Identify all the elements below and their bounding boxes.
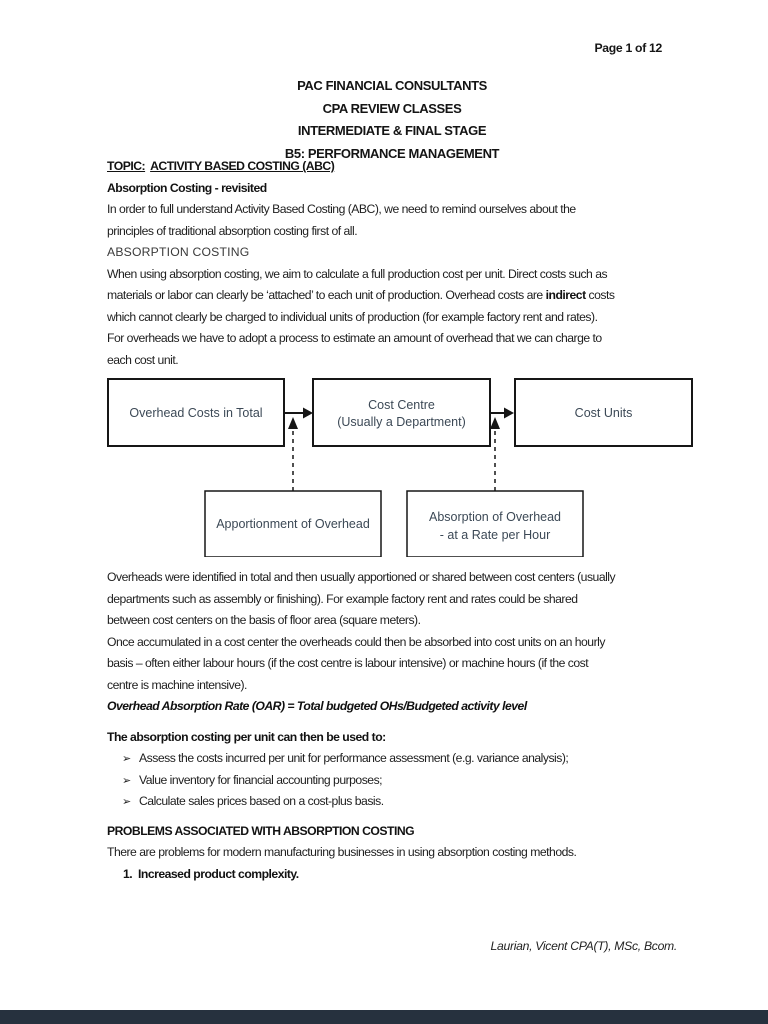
dashed-arrow-apportionment-head (288, 417, 298, 429)
absorption-box-label-line2: - at a Rate per Hour (440, 528, 550, 542)
apportionment-box (204, 490, 382, 557)
paragraph-text: materials or labor can clearly be ‘attac… (107, 288, 546, 302)
paragraph-line: In order to full understand Activity Bas… (107, 202, 576, 216)
absorption-rate-box (406, 490, 584, 557)
paragraph-line: When using absorption costing, we aim to… (107, 266, 608, 281)
paragraph-line: which cannot clearly be charged to indiv… (107, 309, 598, 324)
bullet-text: Assess the costs incurred per unit for p… (139, 751, 569, 765)
header-line-classes: CPA REVIEW CLASSES (322, 100, 462, 116)
problem-item-text: Increased product complexity. (138, 866, 299, 881)
paragraph-text: costs (585, 288, 615, 302)
flow-arrow-1-head (303, 407, 313, 419)
flow-arrow-2-head (504, 407, 514, 419)
cost-units-box-label: Cost Units (575, 406, 633, 420)
paragraph-line: centre is machine intensive). (107, 677, 247, 692)
arrow-bullet-icon: ➢ (122, 752, 132, 765)
paragraph-line: basis – often either labour hours (if th… (107, 656, 589, 670)
topic-line: TOPIC: ACTIVITY BASED COSTING (ABC) (107, 156, 707, 178)
problem-item-1: 1. Increased product complexity. (107, 864, 707, 886)
arrow-bullet-icon: ➢ (122, 773, 132, 787)
problem-item-number: 1. (123, 866, 133, 881)
bullet-item: ➢ Calculate sales prices based on a cost-… (107, 791, 707, 813)
paragraph-line: principles of traditional absorption cos… (107, 223, 358, 238)
topic-title: ACTIVITY BASED COSTING (ABC) (150, 159, 335, 173)
header-line-stage: INTERMEDIATE & FINAL STAGE (297, 123, 487, 138)
document-body: TOPIC: ACTIVITY BASED COSTING (ABC) Absor… (107, 156, 707, 885)
overhead-costs-box-label: Overhead Costs in Total (129, 406, 262, 420)
author-footer: Laurian, Vicent CPA(T), MSc, Bcom. (490, 939, 678, 953)
document-header: PAC FINANCIAL CONSULTANTS CPA REVIEW CLA… (112, 75, 672, 165)
header-line-institution: PAC FINANCIAL CONSULTANTS (297, 78, 487, 93)
absorption-box-label-line1: Absorption of Overhead (429, 510, 561, 524)
cost-centre-box (312, 378, 491, 447)
absorption-costing-flow-diagram: Overhead Costs in Total Cost Centre (Usu… (107, 378, 693, 557)
paragraph-line: Once accumulated in a cost center the ov… (107, 634, 605, 649)
paragraph-line: Overheads were identified in total and t… (107, 570, 616, 584)
paragraph-line: departments such as assembly or finishin… (107, 591, 578, 606)
page-number: Page 1 of 12 (594, 41, 662, 55)
oar-formula: Overhead Absorption Rate (OAR) = Total b… (107, 699, 527, 713)
bullet-item: ➢ Assess the costs incurred per unit for … (107, 748, 707, 770)
apportionment-box-label: Apportionment of Overhead (216, 517, 370, 531)
bottom-bar (0, 1010, 768, 1024)
cost-units-box (514, 378, 693, 447)
absorption-costing-caps-heading: ABSORPTION COSTING (107, 245, 250, 259)
subheading-absorption-revisited: Absorption Costing - revisited (107, 180, 267, 195)
paragraph-line: each cost unit. (107, 352, 179, 367)
problems-intro: There are problems for modern manufactur… (107, 845, 577, 859)
cost-centre-box-label-line1: Cost Centre (368, 398, 435, 412)
bullet-text: Calculate sales prices based on a cost-p… (139, 794, 384, 808)
paragraph-line: For overheads we have to adopt a process… (107, 331, 602, 345)
used-to-heading: The absorption costing per unit can then… (107, 729, 386, 744)
arrow-bullet-icon: ➢ (122, 795, 132, 808)
bullet-item: ➢ Value inventory for financial accountin… (107, 770, 707, 792)
problems-heading: PROBLEMS ASSOCIATED WITH ABSORPTION COST… (107, 823, 415, 838)
emphasis-indirect: indirect (545, 288, 587, 302)
paragraph-line: between cost centers on the basis of flo… (107, 613, 421, 627)
bullet-text: Value inventory for financial accounting… (139, 772, 383, 787)
header-line-subject: B5: PERFORMANCE MANAGEMENT (284, 145, 500, 161)
cost-centre-box-label-line2: (Usually a Department) (337, 415, 466, 429)
dashed-arrow-absorption-head (490, 417, 500, 429)
paragraph-line: materials or labor can clearly be ‘attac… (107, 285, 707, 307)
topic-label: TOPIC: (107, 159, 146, 173)
